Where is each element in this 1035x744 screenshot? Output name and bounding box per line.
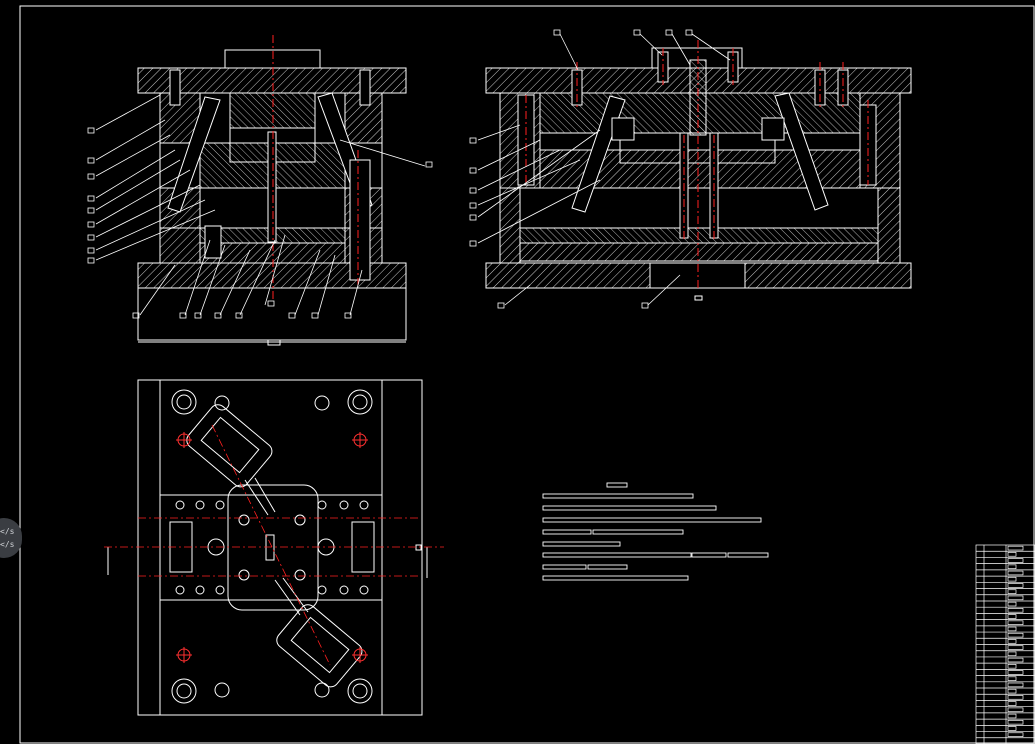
leader-labels-left bbox=[87, 127, 433, 319]
parts-list-cell-text bbox=[1007, 601, 1017, 607]
parts-list-cell-text bbox=[1007, 645, 1024, 650]
notes-line bbox=[587, 564, 628, 570]
parts-list-cell-text bbox=[1007, 701, 1017, 706]
sidebar-toggle-icon-2: </s bbox=[0, 540, 15, 549]
parts-list-cell-text bbox=[1007, 639, 1017, 644]
notes-line bbox=[727, 552, 769, 558]
notes-title-bar bbox=[606, 482, 628, 488]
notes-line bbox=[691, 552, 727, 558]
parts-list-table[interactable] bbox=[975, 544, 1035, 744]
parts-list-cell-text bbox=[1007, 558, 1024, 563]
parts-list-cell-text bbox=[1007, 695, 1024, 700]
parts-list-cell-text bbox=[1007, 626, 1017, 632]
parts-list-cell-text bbox=[1007, 632, 1024, 638]
parts-list-cell-text bbox=[1007, 545, 1024, 551]
parts-list-cell-text bbox=[1007, 608, 1024, 613]
sidebar-toggle-button[interactable]: </s </s bbox=[0, 518, 22, 558]
plan-view bbox=[107, 379, 428, 716]
parts-list-cell-text bbox=[1007, 732, 1024, 737]
notes-line bbox=[542, 505, 717, 511]
parts-list-cell-text bbox=[1007, 595, 1024, 601]
notes-line bbox=[592, 529, 684, 535]
parts-list-cell-text bbox=[1007, 552, 1017, 557]
plan-centerlines bbox=[104, 424, 444, 666]
parts-list-cell-text bbox=[1007, 670, 1024, 675]
notes-line bbox=[542, 564, 587, 570]
centerline-left bbox=[272, 35, 359, 300]
parts-list-cell-text bbox=[1007, 583, 1024, 588]
parts-list-cell-text bbox=[1007, 570, 1024, 576]
parts-list-cell-text bbox=[1007, 719, 1024, 725]
notes-line bbox=[542, 493, 694, 499]
notes-line bbox=[542, 517, 762, 523]
drawing-border bbox=[19, 5, 1035, 744]
parts-list-cell-text bbox=[1007, 620, 1024, 625]
notes-line bbox=[542, 529, 592, 535]
sidebar-toggle-icon: </s bbox=[0, 527, 15, 536]
parts-list-cell-text bbox=[1007, 589, 1017, 594]
parts-list-cell-text bbox=[1007, 707, 1024, 713]
technical-notes-block bbox=[542, 482, 769, 581]
notes-line bbox=[542, 541, 621, 547]
parts-list-cell-text bbox=[1007, 614, 1017, 619]
centerline-right bbox=[525, 40, 869, 290]
plan-hole-markers bbox=[176, 432, 368, 663]
parts-list-cell-text bbox=[1007, 564, 1017, 570]
leader-lines-right bbox=[477, 33, 731, 306]
parts-list-cell-text bbox=[1007, 682, 1024, 688]
notes-line bbox=[542, 575, 689, 581]
leader-lines-left bbox=[95, 94, 426, 316]
parts-list-cell-text bbox=[1007, 713, 1017, 719]
leader-labels-right bbox=[469, 29, 693, 309]
parts-list-cell-text bbox=[1007, 651, 1017, 657]
parts-list-cell-text bbox=[1007, 657, 1024, 663]
parts-list-cell-text bbox=[1007, 664, 1017, 669]
parts-list-cell-text bbox=[1007, 688, 1017, 694]
parts-list-cell-text bbox=[1007, 576, 1017, 582]
notes-line bbox=[542, 552, 692, 558]
parts-list-cell-text bbox=[1007, 676, 1017, 681]
parts-list-cell-text bbox=[1007, 726, 1017, 731]
